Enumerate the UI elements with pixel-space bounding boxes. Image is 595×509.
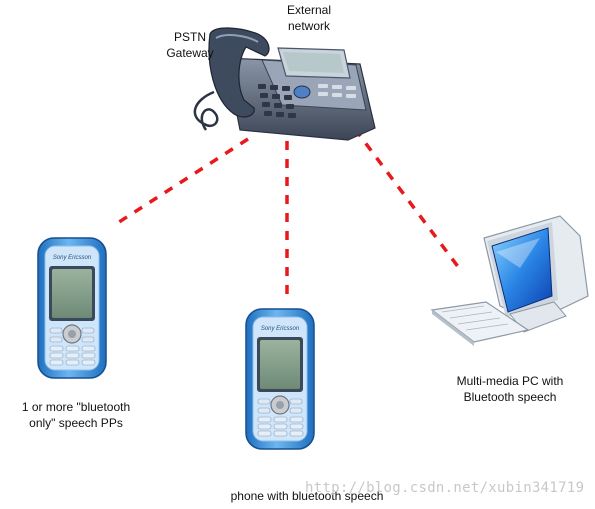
bt-pps-label: 1 or more "bluetooth only" speech PPs <box>21 400 131 430</box>
desk-phone-icon <box>193 27 376 141</box>
pstn-gateway-label: PSTN Gateway <box>166 30 214 60</box>
phone-bt-label: phone with bluetooth speech <box>230 489 384 503</box>
svg-text:Sony Ericsson: Sony Ericsson <box>53 255 92 261</box>
watermark: http://blog.csdn.net/xubin341719 <box>305 480 585 496</box>
pc-label: Multi-media PC with Bluetooth speech <box>456 374 564 404</box>
mobile-phone-icon: Sony Ericsson <box>245 308 315 450</box>
svg-text:Sony Ericsson: Sony Ericsson <box>261 326 300 332</box>
external-network-label: External network <box>286 3 332 33</box>
mobile-phone-icon: Sony Ericsson <box>37 237 107 379</box>
link-gateway-pps <box>115 137 249 226</box>
computer-icon <box>430 215 589 346</box>
link-gateway-pc <box>353 127 464 274</box>
